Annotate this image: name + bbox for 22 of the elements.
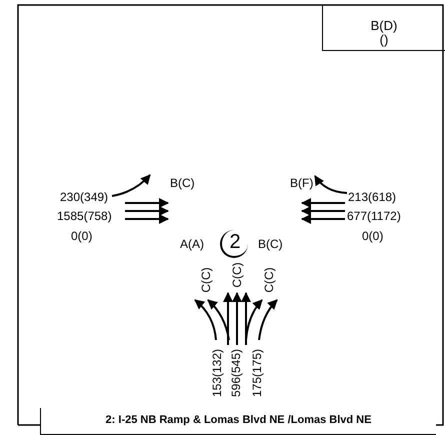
approach-label: () xyxy=(380,33,388,47)
volume-label: 153(132) xyxy=(210,348,224,398)
level-of-service: C(C) xyxy=(199,267,213,293)
volume-label: 0(0) xyxy=(362,229,384,243)
level-of-service: B(C) xyxy=(170,176,195,190)
volume-label: 230(349) xyxy=(60,190,108,204)
level-of-service: C(C) xyxy=(230,262,244,288)
level-of-service: A(A) xyxy=(180,237,204,251)
level-of-service: B(C) xyxy=(258,237,283,251)
volume-label: 677(1172) xyxy=(347,209,401,223)
intersection-title: 2: I-25 NB Ramp & Lomas Blvd NE /Lomas Blvd NE xyxy=(106,414,372,426)
approach-label: B(D) xyxy=(370,19,398,33)
volume-label: 1585(758) xyxy=(57,209,112,223)
approach-box xyxy=(322,5,445,51)
intersection-number: 2 xyxy=(229,231,241,253)
level-of-service: C(C) xyxy=(262,267,276,293)
level-of-service: B(F) xyxy=(290,176,314,190)
volume-label: 213(618) xyxy=(348,190,396,204)
title-box xyxy=(40,408,436,435)
volume-label: 175(175) xyxy=(250,348,264,398)
volume-label: 0(0) xyxy=(71,229,92,243)
volume-label: 596(545) xyxy=(229,348,243,398)
